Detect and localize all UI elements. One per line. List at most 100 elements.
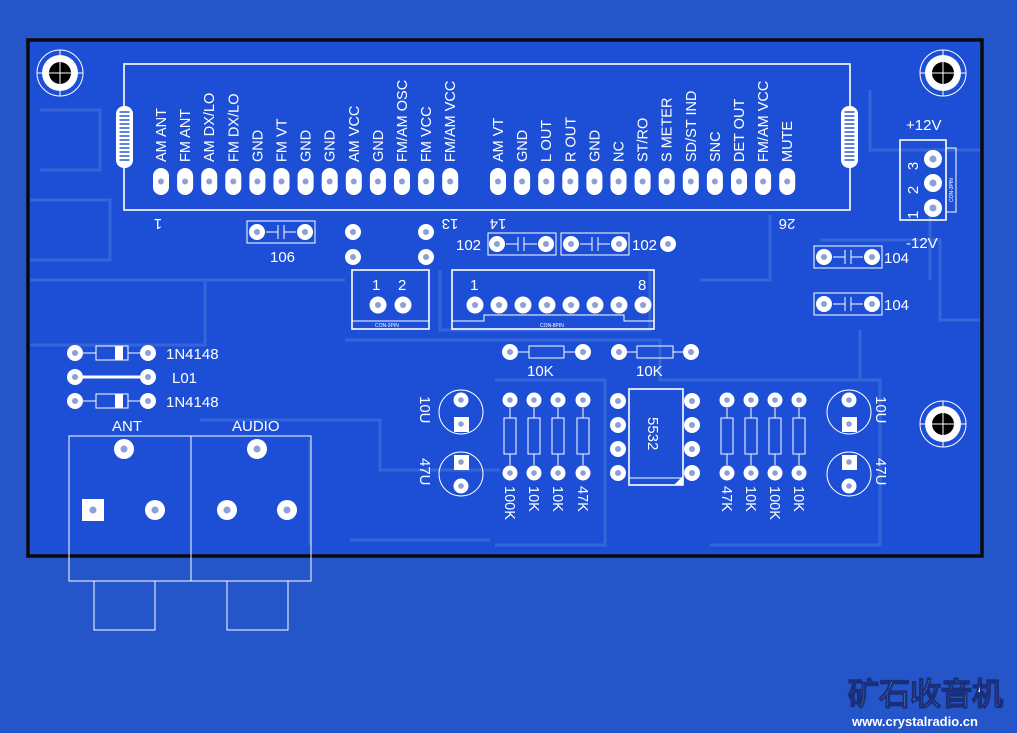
resistor-vertical: 47K bbox=[718, 392, 735, 512]
con2-pin2: 2 bbox=[398, 277, 406, 294]
main-pin-label: R OUT bbox=[563, 117, 579, 162]
jack-ant: ANT bbox=[68, 418, 192, 631]
main-pin-label: FM/AM VCC bbox=[443, 81, 459, 162]
mounting-holes bbox=[36, 49, 967, 448]
main-pin-pad bbox=[394, 168, 410, 195]
main-pin-pad bbox=[201, 168, 218, 195]
resistor-pad bbox=[719, 465, 735, 481]
resistor-label: 47K bbox=[574, 486, 590, 512]
main-pin-pad bbox=[418, 168, 435, 195]
inductor-l01: L01 bbox=[67, 369, 197, 387]
main-pin-label: FM ANT bbox=[178, 109, 194, 162]
main-pin-label: FM/AM OSC bbox=[395, 80, 411, 162]
main-pin-pad bbox=[153, 168, 169, 195]
con8-pin-pad bbox=[610, 296, 628, 314]
con-2pin: 1 2 CON-2PIN bbox=[351, 269, 430, 330]
main-pin-label: ST/RO bbox=[636, 118, 652, 162]
resistor-pad bbox=[502, 392, 518, 408]
main-pin-pad bbox=[249, 168, 266, 195]
cap-102-a: 102 bbox=[456, 232, 557, 256]
main-pin-label: GND bbox=[515, 130, 531, 162]
main-pin-label: AM DX/LO bbox=[202, 93, 218, 162]
main-pin-pad bbox=[321, 168, 338, 195]
main-pin-label: AM VCC bbox=[347, 106, 363, 162]
main-pin-pad bbox=[297, 168, 314, 195]
resistors-left-array: 100K 10K 10K 47K bbox=[501, 392, 591, 520]
main-pin-label: GND bbox=[587, 130, 603, 162]
resistor-vertical: 10K bbox=[790, 392, 807, 512]
main-pin-pad bbox=[586, 168, 603, 195]
silk-con2pin: CON-2PIN bbox=[375, 323, 399, 329]
pin-label-26: 26 bbox=[779, 215, 796, 232]
resistor-pad bbox=[719, 392, 735, 408]
con8-pin-pad bbox=[466, 296, 484, 314]
pin-label-13: 13 bbox=[442, 215, 459, 232]
resistor-label: 10K bbox=[549, 486, 565, 512]
pin-1: 1 bbox=[905, 211, 922, 219]
main-pin-pad bbox=[225, 168, 242, 195]
main-pin-label: AM VT bbox=[491, 118, 507, 162]
ecap-10u-right-label: 10U bbox=[872, 396, 889, 424]
resistor-pad bbox=[767, 465, 783, 481]
main-pin-label: AM ANT bbox=[154, 108, 170, 162]
resistor-label: 100K bbox=[501, 486, 517, 520]
jack-audio-label: AUDIO bbox=[232, 418, 280, 435]
main-pin-pad bbox=[706, 168, 723, 195]
cap-104-a: 104 bbox=[813, 245, 909, 269]
cap-106: 106 bbox=[246, 220, 316, 266]
diode-bottom-label: 1N4148 bbox=[166, 394, 219, 411]
silk-con8pin: CON-8PIN bbox=[540, 323, 564, 329]
con2-pin1: 1 bbox=[372, 277, 380, 294]
resistor-pad bbox=[550, 465, 566, 481]
resistor-pad bbox=[743, 392, 759, 408]
ecap-10u-left-label: 10U bbox=[416, 396, 433, 424]
cap-102b-label: 102 bbox=[632, 237, 657, 254]
res-top-a-label: 10K bbox=[527, 363, 554, 380]
main-pin-pad bbox=[442, 168, 459, 195]
main-pin-label: S METER bbox=[660, 98, 676, 162]
resistor-pad bbox=[575, 392, 591, 408]
main-pin-pad bbox=[610, 168, 627, 195]
pads-misc-a bbox=[345, 224, 434, 265]
main-pin-label: FM/AM VCC bbox=[756, 81, 772, 162]
main-pin-label: GND bbox=[371, 130, 387, 162]
cap-104b-label: 104 bbox=[884, 297, 909, 314]
resistor-10k-a: 10K bbox=[502, 344, 591, 380]
main-pin-label: FM VCC bbox=[419, 106, 435, 162]
resistor-vertical: 100K bbox=[501, 392, 518, 520]
resistor-vertical: 10K bbox=[549, 392, 566, 512]
pin-label-14: 14 bbox=[490, 215, 507, 232]
ecap-47u-right: 47U bbox=[826, 451, 889, 497]
ecap-47u-right-label: 47U bbox=[872, 458, 889, 486]
watermark: 矿石收音机 www.crystalradio.cn bbox=[847, 676, 1003, 729]
main-pin-pad bbox=[273, 168, 290, 195]
main-pin-label: SNC bbox=[708, 131, 724, 162]
main-pin-label: GND bbox=[299, 130, 315, 162]
main-pin-label: GND bbox=[250, 130, 266, 162]
main-pin-pad bbox=[682, 168, 699, 195]
resistor-pad bbox=[743, 465, 759, 481]
con8-pin1: 1 bbox=[470, 277, 478, 294]
resistor-pad bbox=[791, 392, 807, 408]
ecap-47u-left-label: 47U bbox=[416, 458, 433, 486]
diode-1n4148-top: 1N4148 bbox=[67, 345, 219, 363]
resistor-vertical: 47K bbox=[574, 392, 591, 512]
main-pin-pad bbox=[345, 168, 362, 195]
main-pin-pad bbox=[490, 168, 506, 195]
diode-top-label: 1N4148 bbox=[166, 346, 219, 363]
con8-pin-pad bbox=[514, 296, 532, 314]
cap-104a-label: 104 bbox=[884, 250, 909, 267]
resistor-vertical: 10K bbox=[525, 392, 542, 512]
main-pin-pad bbox=[514, 168, 531, 195]
main-pin-pad bbox=[658, 168, 675, 195]
con8-pin8: 8 bbox=[638, 277, 646, 294]
watermark-title: 矿石收音机 bbox=[848, 677, 1003, 712]
main-pin-label: MUTE bbox=[780, 121, 796, 162]
main-pin-pad bbox=[731, 168, 747, 195]
main-pin-label: DET OUT bbox=[732, 98, 748, 162]
main-pin-pad bbox=[755, 168, 772, 195]
resistor-pad bbox=[502, 465, 518, 481]
resistor-pad bbox=[791, 465, 807, 481]
